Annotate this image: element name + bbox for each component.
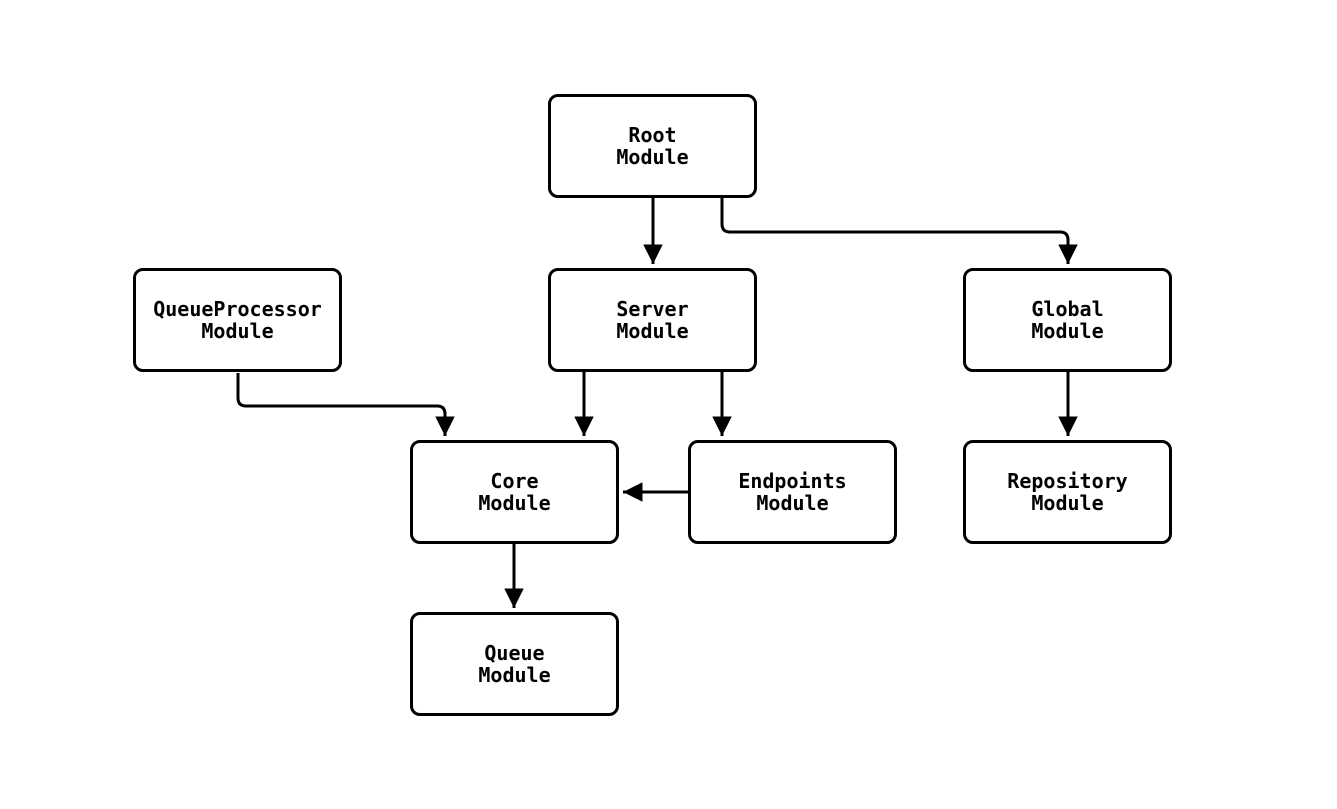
node-label-line1: Repository	[1007, 469, 1128, 493]
node-label-line2: Module	[201, 319, 274, 343]
edge-root-to-global	[720, 198, 1078, 264]
node-label-line1: Endpoints	[738, 469, 847, 493]
node-label-line1: Server	[616, 297, 689, 321]
node-label-line2: Module	[478, 663, 551, 687]
node-label-line1: Global	[1031, 297, 1104, 321]
node-label-line2: Module	[1031, 491, 1104, 515]
node-label-line1: Root	[628, 123, 677, 147]
edge-queueprocessor-to-core	[236, 373, 455, 436]
node-label-line1: QueueProcessor	[153, 297, 322, 321]
edges-group	[236, 198, 1078, 608]
node-label-line1: Queue	[484, 641, 545, 665]
node-label-line2: Module	[616, 145, 689, 169]
node-label-line2: Module	[1031, 319, 1104, 343]
node-label-line2: Module	[616, 319, 689, 343]
node-label-line1: Core	[490, 469, 539, 493]
node-label-line2: Module	[478, 491, 551, 515]
node-label-line2: Module	[756, 491, 829, 515]
